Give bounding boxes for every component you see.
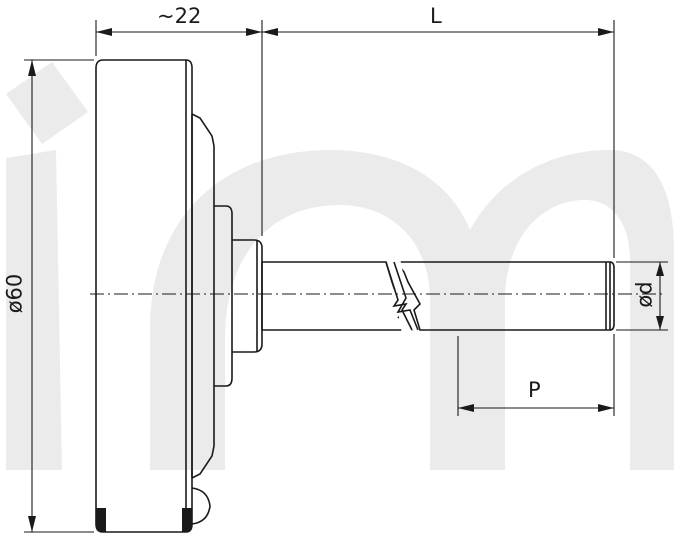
stem-right <box>394 261 611 331</box>
watermark-logo <box>6 62 674 470</box>
width-dimension-label: ~22 <box>157 4 202 28</box>
stem-break <box>385 258 419 334</box>
length-dimension-label: L <box>430 4 442 28</box>
case-body <box>191 113 215 479</box>
hub <box>214 205 233 387</box>
diameter-dimension-label: ø60 <box>2 273 27 314</box>
probe-dimension-label: P <box>528 378 541 402</box>
rear-knob <box>191 487 211 525</box>
dimension-lines <box>24 20 668 533</box>
stem-diameter-dimension-label: ød <box>632 281 657 308</box>
